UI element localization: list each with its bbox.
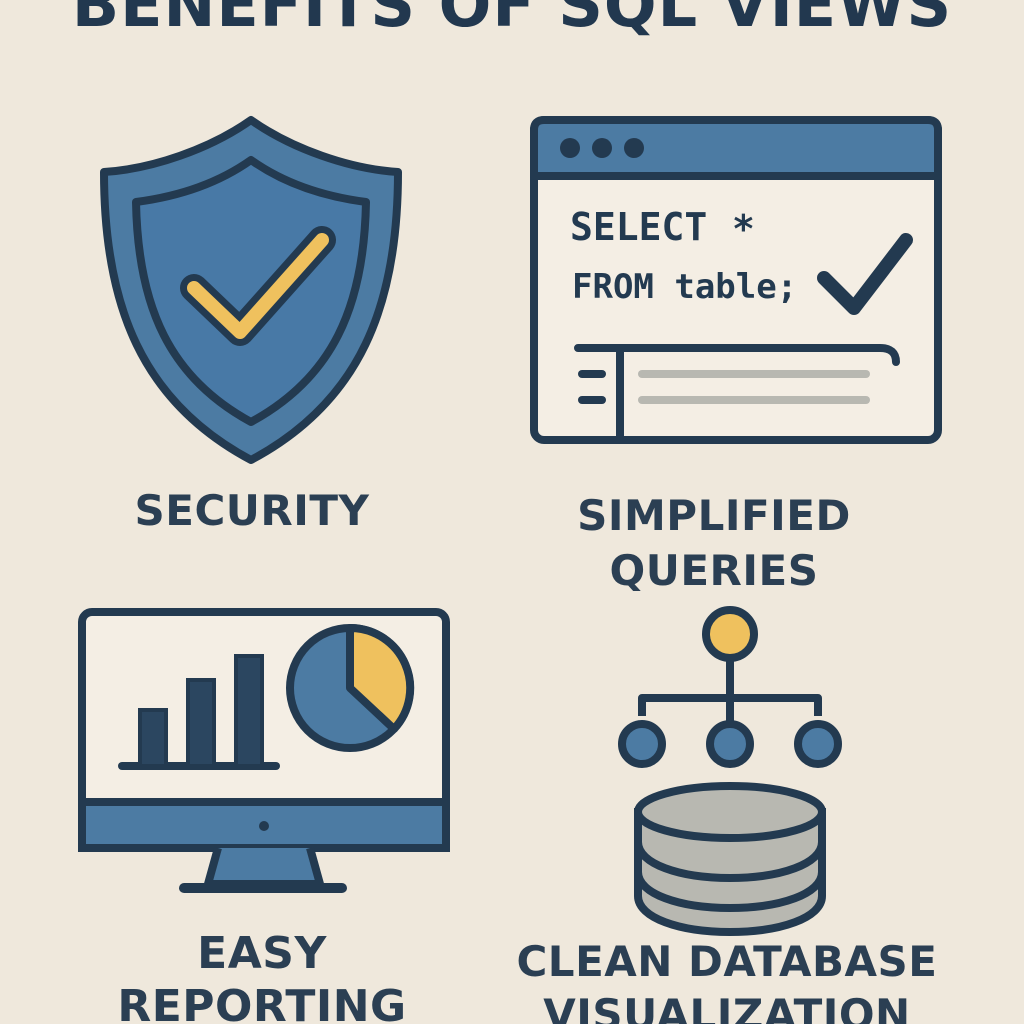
page-title: BENEFITS OF SQL VIEWS: [71, 0, 953, 41]
window-dot-3: [624, 138, 644, 158]
chart-bar-2: [186, 678, 216, 768]
window-dot-1: [560, 138, 580, 158]
window-dot-2: [592, 138, 612, 158]
sql-select-text: SELECT: [570, 205, 707, 249]
sql-window-icon: SELECT * FROM table;: [530, 116, 942, 444]
shield-check-icon: [100, 116, 402, 464]
database-tree-icon: [618, 606, 842, 937]
simplified-queries-label: SIMPLIFIED QUERIES: [577, 491, 851, 596]
check-icon: [817, 233, 913, 315]
easy-reporting-label: EASY REPORTING: [117, 928, 407, 1024]
pie-chart: [286, 623, 415, 752]
sql-star-text: *: [732, 207, 755, 251]
power-dot: [259, 821, 269, 831]
monitor-chart-icon: [78, 608, 450, 893]
clean-database-visualization-label: CLEAN DATABASE VISUALIZATION: [516, 937, 938, 1024]
chart-bar-1: [138, 708, 168, 768]
chart-bar-3: [234, 654, 264, 768]
security-label: SECURITY: [134, 486, 370, 535]
sql-from-text: FROM table;: [572, 267, 797, 307]
